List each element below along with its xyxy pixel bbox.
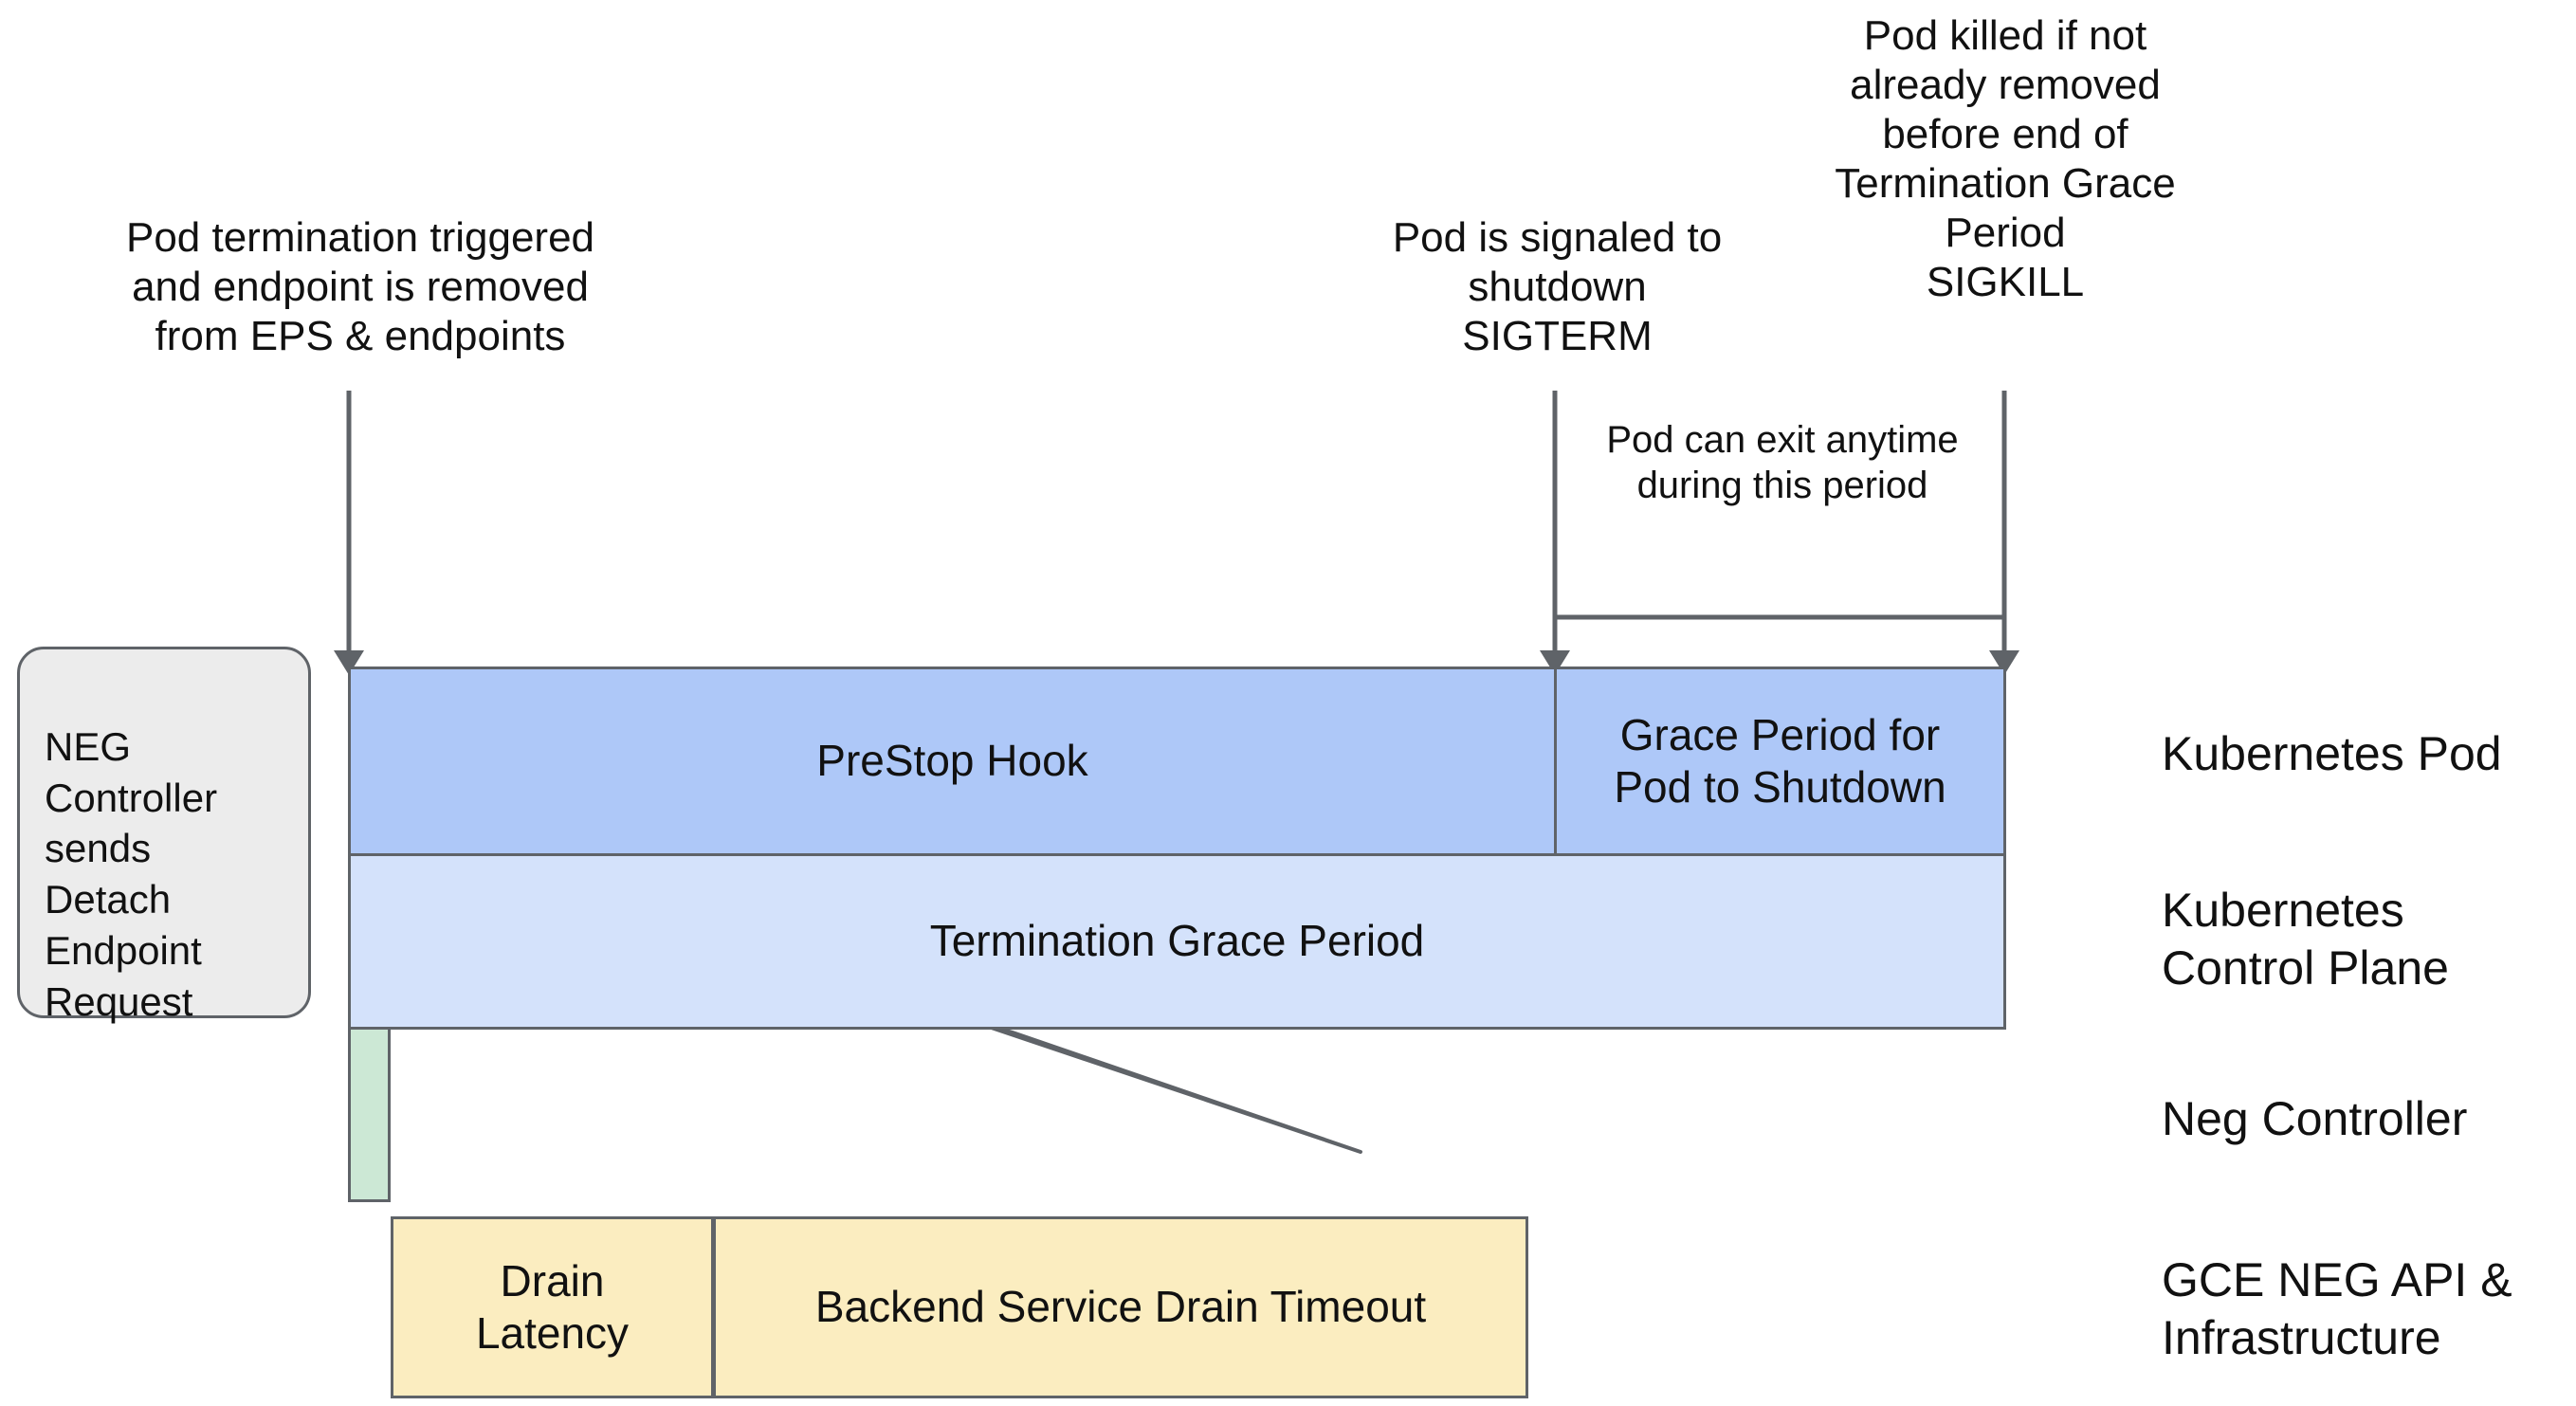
annotation-pod-killed-sigkill: Pod killed if not already removed before… [1835, 12, 2176, 305]
lane-label-kubernetes-pod: Kubernetes Pod [2162, 727, 2502, 780]
annotation-pod-termination-triggered: Pod termination triggered and endpoint i… [125, 214, 595, 359]
bar-termination-grace-period-label: Termination Grace Period [929, 916, 1425, 966]
bar-prestop-hook-label: PreStop Hook [816, 736, 1088, 786]
bar-drain-latency: Drain Latency [391, 1216, 714, 1398]
arrow-sigkill [1989, 391, 2019, 675]
neg-controller-callout-text: NEG Controller sends Detach Endpoint Req… [45, 723, 218, 1024]
annotation-pod-signaled-shutdown: Pod is signaled to shutdown SIGTERM [1392, 214, 1723, 359]
bar-neg-controller [348, 1027, 391, 1202]
arrow-pod-termination-triggered [334, 391, 364, 675]
lane-label-kubernetes-control-plane: Kubernetes Control Plane [2162, 884, 2449, 995]
bar-termination-grace-period: Termination Grace Period [348, 853, 2006, 1030]
bar-grace-period-for-pod-label: Grace Period for Pod to Shutdown [1614, 709, 1946, 812]
bar-backend-service-drain-timeout: Backend Service Drain Timeout [713, 1216, 1528, 1398]
lane-label-gce-neg-api: GCE NEG API & Infrastructure [2162, 1253, 2512, 1364]
bar-prestop-hook: PreStop Hook [348, 666, 1557, 856]
bar-backend-service-drain-timeout-label: Backend Service Drain Timeout [814, 1282, 1427, 1332]
callout-tail [956, 1014, 1362, 1154]
bar-drain-latency-label: Drain Latency [475, 1255, 630, 1358]
annotation-pod-can-exit: Pod can exit anytime during this period [1606, 419, 1959, 506]
lane-label-neg-controller: Neg Controller [2162, 1092, 2468, 1145]
neg-controller-callout: NEG Controller sends Detach Endpoint Req… [17, 647, 311, 1024]
bar-grace-period-for-pod: Grace Period for Pod to Shutdown [1554, 666, 2006, 856]
arrow-sigterm [1540, 391, 1570, 675]
